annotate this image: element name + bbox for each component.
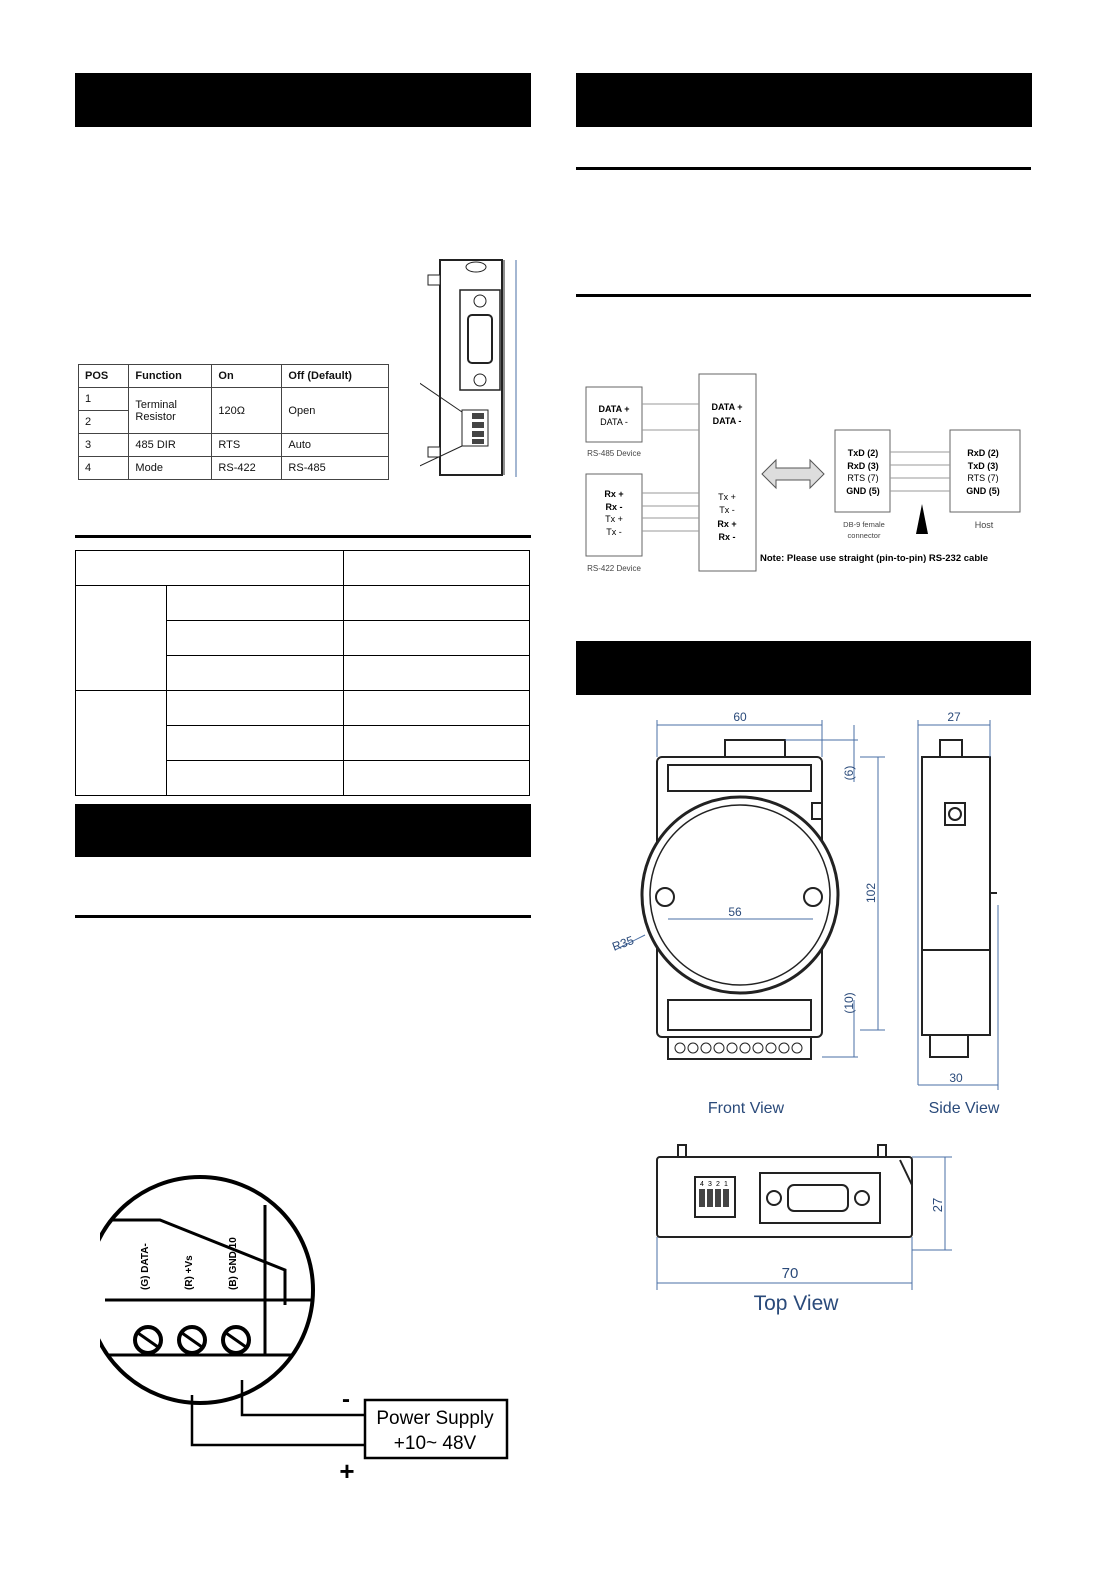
dip-switch-table: POS Function On Off (Default) 1 Terminal… bbox=[77, 364, 389, 480]
rs422-pin-rx-minus: Rx - bbox=[605, 502, 622, 512]
rs485-device-label: RS-485 Device bbox=[587, 449, 641, 458]
dip-digit-1: 1 bbox=[724, 1181, 728, 1188]
rs422-device-label: RS-422 Device bbox=[587, 564, 641, 573]
header-function: Function bbox=[128, 364, 213, 388]
rs485-pin-data-minus: DATA - bbox=[600, 417, 628, 427]
dim-top-width: 70 bbox=[782, 1265, 799, 1282]
host-pin-rts: RTS (7) bbox=[967, 473, 998, 483]
conv-pin-data-plus: DATA + bbox=[711, 402, 742, 412]
dim-side-top: 27 bbox=[947, 710, 961, 724]
table-row bbox=[75, 550, 530, 586]
wiring-diagram: DATA + DATA - RS-485 Device Rx + Rx - Tx… bbox=[585, 373, 1021, 573]
power-wiring-drawing: (G) DATA- (R) +Vs (B) GND 10 Power Suppl… bbox=[100, 1175, 509, 1485]
table-row: 3 485 DIR RTS Auto bbox=[77, 433, 389, 457]
dim-front-radius: R35 bbox=[610, 933, 636, 954]
dimension-drawings: 60 (6) 102 56 R35 (10) Front View 27 30 … bbox=[610, 710, 1000, 1315]
header-off: Off (Default) bbox=[281, 364, 389, 388]
dim-side-bottom: 30 bbox=[949, 1071, 963, 1085]
cell-on: 120Ω bbox=[211, 387, 283, 434]
device-side-drawing bbox=[420, 259, 517, 477]
cell-pos: 3 bbox=[77, 433, 130, 457]
table-header-row: POS Function On Off (Default) bbox=[77, 364, 389, 388]
table-row: 1 Terminal Resistor 120Ω Open bbox=[77, 387, 389, 434]
cell-on: RTS bbox=[211, 433, 283, 457]
conv-pin-tx-minus: Tx - bbox=[719, 505, 735, 515]
host-pin-rxd: RxD (2) bbox=[967, 448, 999, 458]
table-row bbox=[76, 655, 530, 691]
dip-digit-2: 2 bbox=[716, 1181, 720, 1188]
dim-front-inner: 56 bbox=[728, 905, 742, 919]
cell-on: RS-422 bbox=[211, 456, 283, 480]
rs485-pin-data-plus: DATA + bbox=[598, 404, 629, 414]
db9-pin-rts: RTS (7) bbox=[847, 473, 878, 483]
dip-digit-3: 3 bbox=[708, 1181, 712, 1188]
dim-front-bottom-offset: (10) bbox=[842, 992, 856, 1013]
table-row bbox=[76, 760, 530, 796]
table-row bbox=[76, 725, 530, 761]
dim-front-height: 102 bbox=[864, 883, 878, 903]
dim-front-width: 60 bbox=[733, 710, 747, 724]
cell-off: Open bbox=[281, 387, 389, 434]
conv-pin-tx-plus: Tx + bbox=[718, 492, 736, 502]
terminal-label-gnd: (B) GND 10 bbox=[228, 1237, 239, 1290]
cell-off: RS-485 bbox=[281, 456, 389, 480]
power-supply-label: Power Supply bbox=[376, 1408, 494, 1429]
power-supply-voltage: +10~ 48V bbox=[394, 1433, 477, 1454]
dim-front-top-offset: (6) bbox=[842, 766, 856, 781]
dip-digit-4: 4 bbox=[700, 1181, 704, 1188]
conv-pin-rx-minus: Rx - bbox=[718, 532, 735, 542]
dim-top-height: 27 bbox=[930, 1198, 945, 1212]
cable-note: Note: Please use straight (pin-to-pin) R… bbox=[760, 553, 988, 564]
section-header-bar-2 bbox=[75, 804, 531, 857]
divider-rule bbox=[576, 167, 1031, 170]
section-header-bar-4 bbox=[576, 641, 1031, 695]
divider-rule bbox=[576, 294, 1031, 297]
minus-sign: - bbox=[342, 1386, 350, 1413]
cell-off: Auto bbox=[281, 433, 389, 457]
conv-pin-data-minus: DATA - bbox=[713, 416, 742, 426]
header-on: On bbox=[211, 364, 283, 388]
plus-sign: + bbox=[339, 1456, 354, 1485]
header-pos: POS bbox=[77, 364, 130, 388]
host-pin-gnd: GND (5) bbox=[966, 486, 1000, 496]
table-row bbox=[75, 585, 530, 691]
db9-pin-rxd: RxD (3) bbox=[847, 461, 879, 471]
cell-function: Terminal Resistor bbox=[128, 387, 213, 434]
terminal-label-vs: (R) +Vs bbox=[184, 1255, 195, 1290]
terminal-label-data-minus: (G) DATA- bbox=[140, 1243, 151, 1290]
table-row: 4 Mode RS-422 RS-485 bbox=[77, 456, 389, 480]
cell-function: Mode bbox=[128, 456, 213, 480]
host-label: Host bbox=[975, 520, 994, 530]
host-pin-txd: TxD (3) bbox=[968, 461, 999, 471]
top-view-label: Top View bbox=[754, 1292, 840, 1315]
spec-grid-table bbox=[75, 550, 530, 796]
table-row bbox=[75, 690, 530, 796]
section-header-bar-3 bbox=[576, 73, 1032, 127]
section-header-bar-1 bbox=[75, 73, 531, 127]
cell-pos: 4 bbox=[77, 456, 130, 480]
cell-pos: 1 bbox=[77, 387, 130, 411]
cell-pos: 2 bbox=[77, 410, 130, 434]
divider-rule bbox=[75, 915, 531, 918]
table-row: 2 bbox=[77, 410, 389, 434]
cell-function: 485 DIR bbox=[128, 433, 213, 457]
db9-pin-txd: TxD (2) bbox=[848, 448, 879, 458]
db9-pin-gnd: GND (5) bbox=[846, 486, 880, 496]
front-view-label: Front View bbox=[708, 1100, 785, 1117]
conv-pin-rx-plus: Rx + bbox=[717, 519, 736, 529]
rs422-pin-rx-plus: Rx + bbox=[604, 489, 623, 499]
divider-rule bbox=[75, 535, 531, 538]
rs422-pin-tx-plus: Tx + bbox=[605, 514, 623, 524]
side-view-label: Side View bbox=[929, 1100, 1000, 1117]
rs422-pin-tx-minus: Tx - bbox=[606, 527, 622, 537]
